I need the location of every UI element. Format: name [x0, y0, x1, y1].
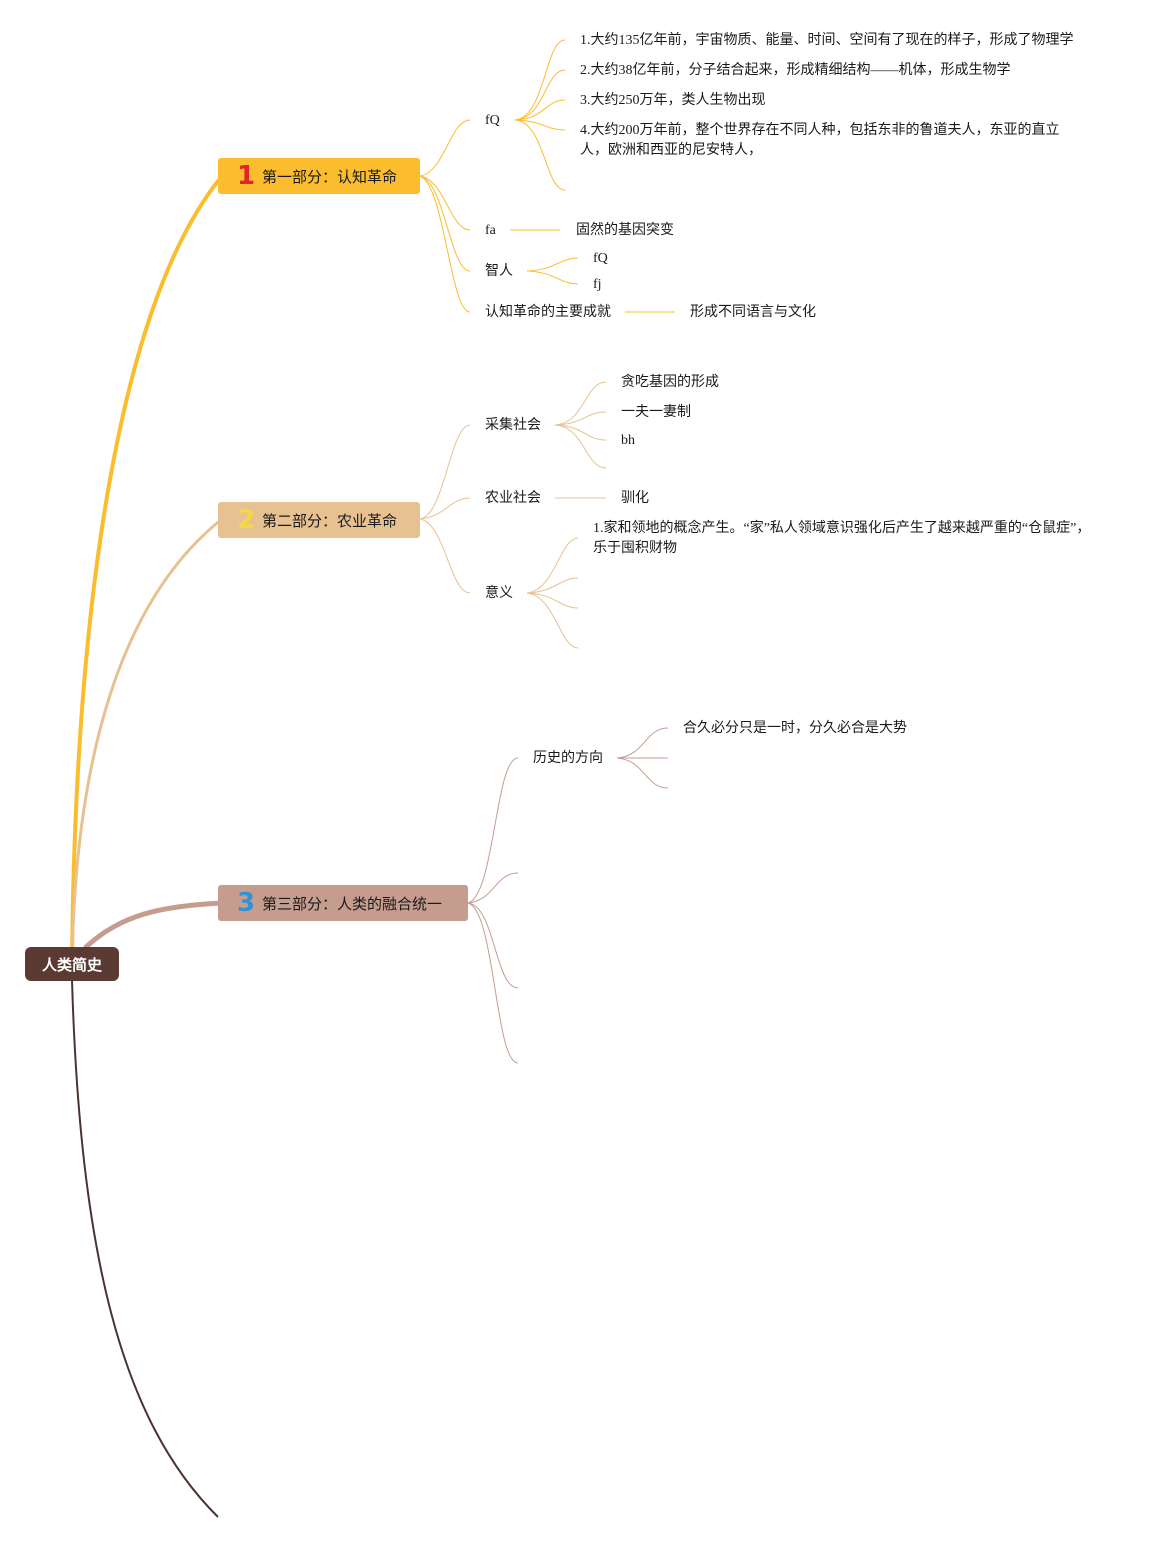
part2-farming-node[interactable]: 农业社会 [485, 491, 541, 506]
part3-direction-child-1[interactable]: 合久必分只是一时，分久必合是大势 [683, 721, 907, 736]
part2-number: 2 [236, 505, 256, 535]
part3-direction-node[interactable]: 历史的方向 [533, 751, 603, 766]
part2-gathering-child-2[interactable]: 一夫一妻制 [621, 405, 691, 420]
part1-zhiren-node[interactable]: 智人 [485, 264, 513, 279]
part1-number: 1 [236, 161, 256, 191]
part2-node[interactable]: 2 第二部分：农业革命 [218, 502, 420, 538]
part1-zhiren-child-2[interactable]: fj [593, 277, 602, 292]
part1-fq-item-4[interactable]: 4.大约200万年前，整个世界存在不同人种，包括东非的鲁道夫人，东亚的直立人，欧… [580, 123, 1060, 158]
part1-fq-item-1[interactable]: 1.大约135亿年前，宇宙物质、能量、时间、空间有了现在的样子，形成了物理学 [580, 33, 1074, 48]
part1-zhiren-child-1[interactable]: fQ [593, 251, 608, 266]
part1-fq-item-3[interactable]: 3.大约250万年，类人生物出现 [580, 93, 766, 108]
part1-achievement-node[interactable]: 认知革命的主要成就 [485, 305, 611, 320]
part1-node[interactable]: 1 第一部分：认知革命 [218, 158, 420, 194]
root-node[interactable]: 人类简史 [25, 947, 119, 981]
part2-gathering-child-3[interactable]: bh [621, 433, 635, 448]
part1-fa-child[interactable]: 固然的基因突变 [576, 223, 674, 238]
part2-gathering-child-1[interactable]: 贪吃基因的形成 [621, 375, 719, 390]
root-label: 人类简史 [41, 955, 102, 974]
part2-gathering-node[interactable]: 采集社会 [485, 418, 541, 433]
root-to-part3-line [83, 900, 223, 950]
part1-fq-node[interactable]: fQ [485, 113, 500, 128]
part2-label: 第二部分：农业革命 [262, 511, 398, 530]
part1-achievement-child[interactable]: 形成不同语言与文化 [690, 305, 816, 320]
root-extension-line [71, 979, 219, 1518]
part2-meaning-node[interactable]: 意义 [485, 586, 513, 601]
part1-fa-node[interactable]: fa [485, 223, 496, 238]
part3-label: 第三部分：人类的融合统一 [262, 894, 443, 913]
root-to-part2-line [70, 517, 223, 966]
part1-fq-item-2[interactable]: 2.大约38亿年前，分子结合起来，形成精细结构——机体，形成生物学 [580, 63, 1011, 78]
root-to-part1-line [70, 174, 224, 966]
part3-number: 3 [236, 888, 256, 918]
part2-farming-child[interactable]: 驯化 [621, 491, 649, 506]
part2-meaning-child-1[interactable]: 1.家和领地的概念产生。“家”私人领域意识强化后产生了越来越严重的“仓鼠症”，乐… [593, 521, 1091, 556]
part3-node[interactable]: 3 第三部分：人类的融合统一 [218, 885, 468, 921]
part1-label: 第一部分：认知革命 [262, 167, 398, 186]
